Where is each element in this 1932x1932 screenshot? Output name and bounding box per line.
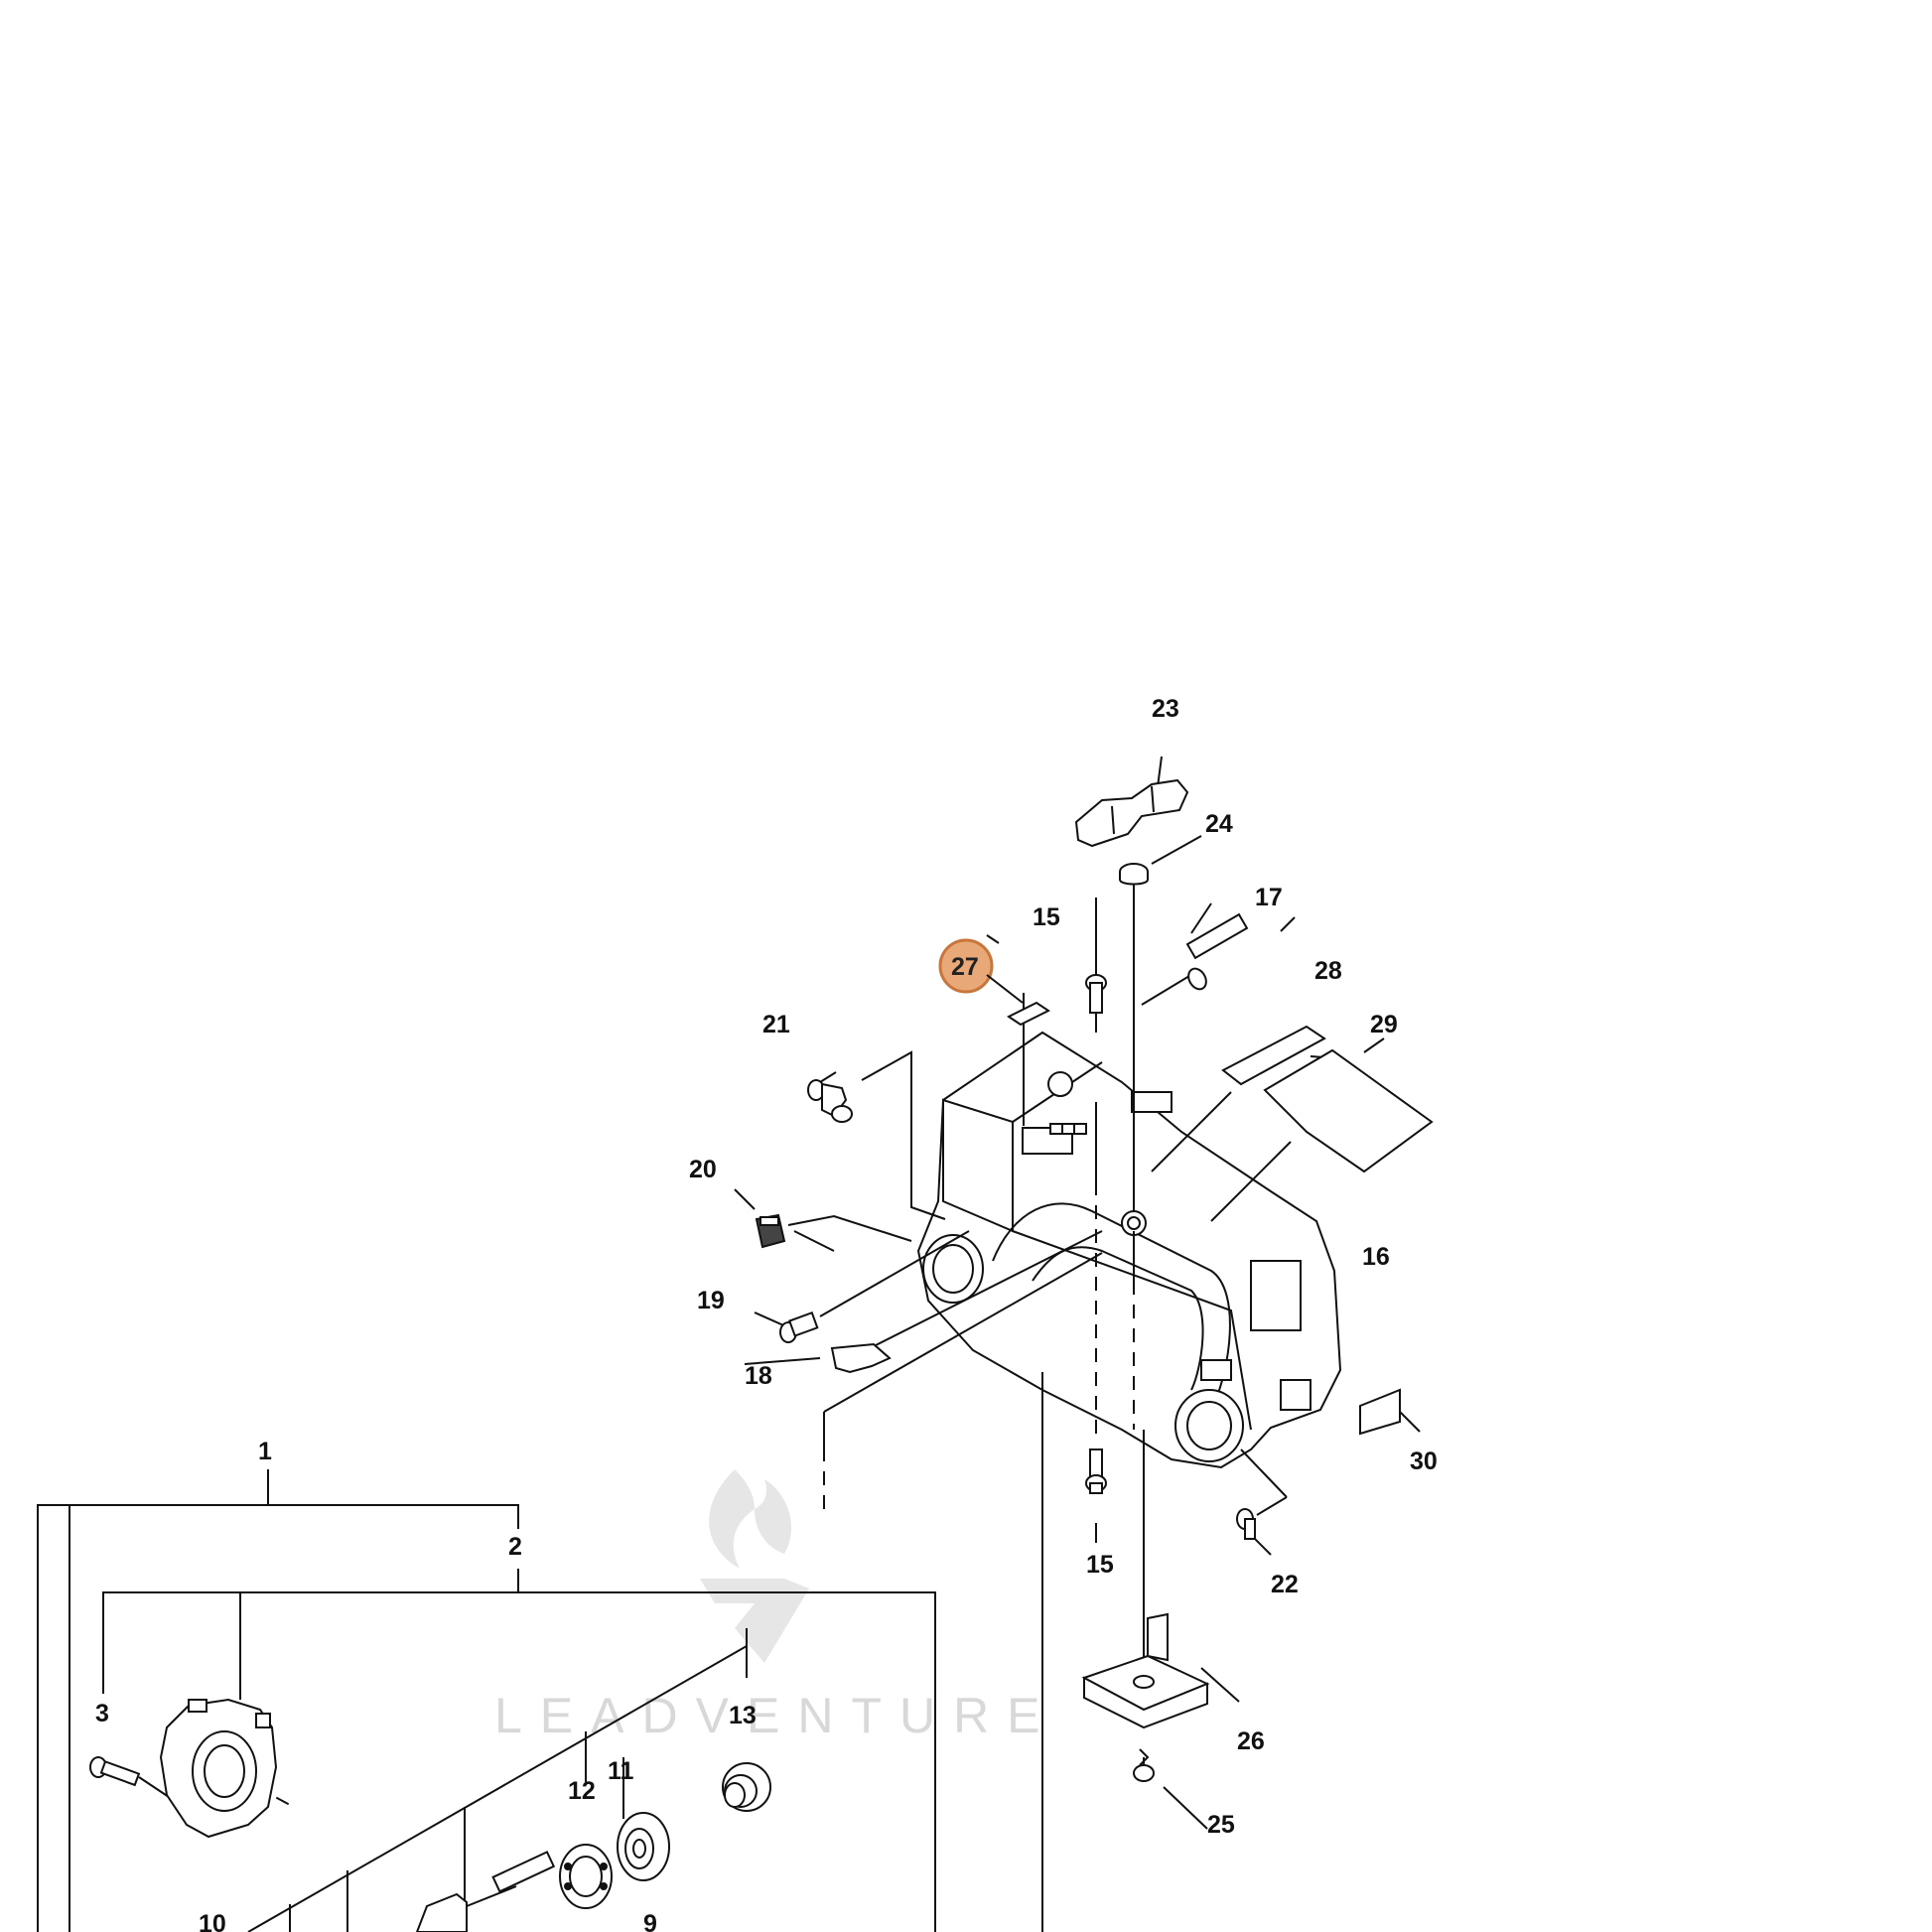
callout-27-leader xyxy=(986,974,1024,1004)
spring-part-13 xyxy=(722,1762,771,1812)
seal-part-11 xyxy=(617,1812,670,1881)
mount-part-26 xyxy=(1081,1612,1210,1729)
callout-23[interactable]: 23 xyxy=(1152,695,1179,723)
block-part-20 xyxy=(755,1213,786,1249)
bolt-part-15-upper xyxy=(1085,974,1107,1014)
callout-20[interactable]: 20 xyxy=(689,1156,717,1183)
callout-10[interactable]: 10 xyxy=(199,1910,226,1932)
callout-15-lower[interactable]: 15 xyxy=(1086,1551,1114,1579)
screw-part-25 xyxy=(1133,1748,1155,1782)
callout-labels: 1 2 3 9 10 11 12 13 15 15 16 17 18 19 20… xyxy=(95,695,1438,1932)
callout-13[interactable]: 13 xyxy=(729,1702,757,1729)
callout-9[interactable]: 9 xyxy=(643,1910,657,1932)
callout-29[interactable]: 29 xyxy=(1370,1011,1398,1038)
callout-18[interactable]: 18 xyxy=(745,1362,772,1390)
callout-28[interactable]: 28 xyxy=(1314,957,1342,985)
callout-3[interactable]: 3 xyxy=(95,1700,109,1727)
callout-17[interactable]: 17 xyxy=(1255,884,1283,911)
callout-1[interactable]: 1 xyxy=(258,1438,272,1465)
bearing-housing-part xyxy=(159,1698,278,1839)
callout-11[interactable]: 11 xyxy=(608,1757,634,1785)
callout-12[interactable]: 12 xyxy=(568,1777,596,1805)
callout-2[interactable]: 2 xyxy=(508,1533,522,1561)
label-part-27 xyxy=(1007,1001,1050,1027)
clip-part-18 xyxy=(830,1342,892,1374)
callout-24[interactable]: 24 xyxy=(1205,810,1233,838)
plate-part-29 xyxy=(1263,1048,1434,1173)
gasket-part-28 xyxy=(1221,1025,1326,1086)
bolt-part-15-lower xyxy=(1085,1449,1107,1494)
watermark-logo: LEADVENTURE xyxy=(494,1469,1058,1743)
plug-part-24 xyxy=(1119,863,1149,886)
plate-part-30 xyxy=(1359,1388,1401,1436)
handle-part-23 xyxy=(1074,778,1189,848)
fitting-part-17 xyxy=(1185,912,1249,991)
bearing-part-12 xyxy=(559,1844,613,1909)
callout-27[interactable]: 27 xyxy=(951,953,979,981)
lever-part-21 xyxy=(807,1079,853,1123)
callout-22[interactable]: 22 xyxy=(1271,1571,1299,1598)
crankshaft-part xyxy=(415,1851,556,1932)
callout-25[interactable]: 25 xyxy=(1207,1811,1235,1839)
crankcase-part-16 xyxy=(916,1031,1342,1469)
callout-27-highlight[interactable] xyxy=(938,938,994,994)
screw-part-22 xyxy=(1236,1508,1256,1540)
callout-16[interactable]: 16 xyxy=(1362,1243,1390,1271)
bolt-part-3 xyxy=(89,1756,141,1787)
watermark-text: LEADVENTURE xyxy=(494,1688,1058,1743)
callout-21[interactable]: 21 xyxy=(762,1011,790,1038)
callout-19[interactable]: 19 xyxy=(697,1287,725,1314)
screw-part-19 xyxy=(779,1311,819,1343)
callout-15-upper[interactable]: 15 xyxy=(1033,903,1060,931)
callout-30[interactable]: 30 xyxy=(1410,1448,1438,1475)
callout-26[interactable]: 26 xyxy=(1237,1727,1265,1755)
